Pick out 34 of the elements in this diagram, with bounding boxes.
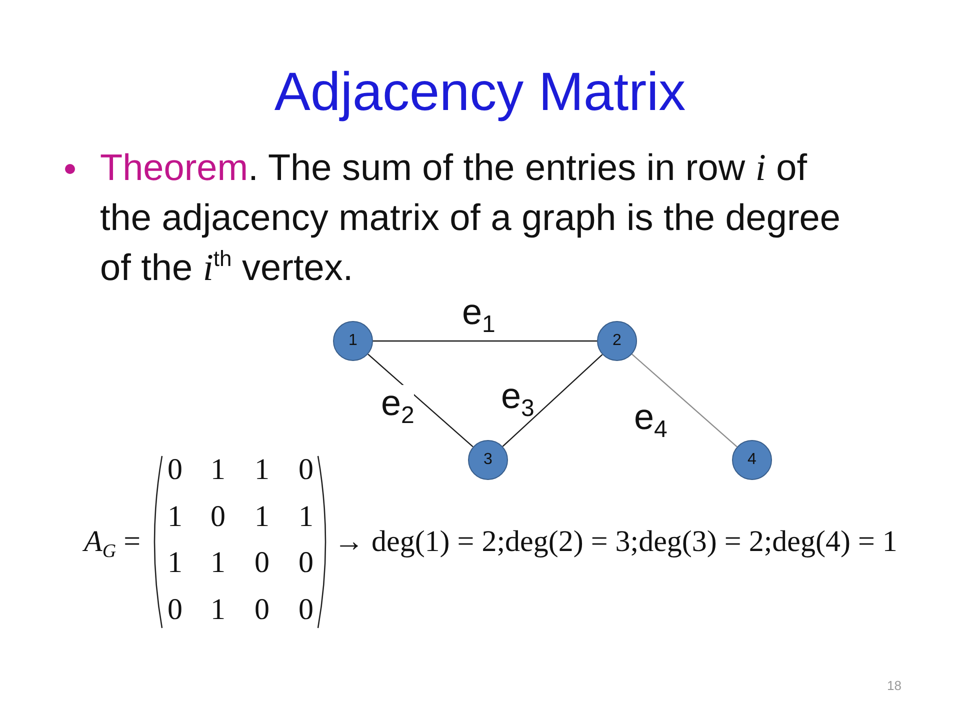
matrix-entry: 1 [254,453,270,487]
graph-edge [368,354,474,448]
vertex-circle [468,440,508,480]
graph-edge [632,354,738,448]
graph-edge [373,340,597,342]
matrix-entry: 0 [298,453,314,487]
matrix-entry: 0 [168,453,182,487]
graph-edge [502,354,603,447]
edge-label: e$_{2}$ [381,385,414,421]
matrix-entry: 0 [168,593,182,627]
matrix-entry: 0 [210,500,226,534]
vertex-label: 2 [612,332,622,350]
matrix-entry: 1 [254,500,270,534]
matrix-entry: 1 [168,546,182,580]
slide-title: Adjacency Matrix [274,61,686,123]
matrix-entry: 1 [298,500,314,534]
vertex-circle [597,321,637,361]
matrix-entry: 1 [210,593,226,627]
vertex-label: 1 [348,332,358,350]
vertex-circle [732,440,772,480]
math-label: A$_{G}$ = [84,525,140,559]
vertex-label: 4 [748,451,756,469]
vertex-label: 3 [484,451,492,469]
matrix-entry: 0 [298,593,314,627]
matrix-entry: 1 [210,453,226,487]
matrix-entry: 1 [210,546,226,580]
matrix-entry: 0 [254,546,270,580]
degree-equation: → deg(1) = 2;deg(2) = 3;deg(3) = 2;deg(4) = 1 [334,525,898,559]
matrix-entry: 0 [254,593,270,627]
page-number: 18 [887,678,902,694]
matrix-entry: 1 [168,500,182,534]
vertex-circle [333,321,373,361]
matrix-entry: 0 [298,546,314,580]
theorem-text: Theorem. The sum of the entries in row i of the adjacency matrix of a graph is the degree of the i$^{th}$ vertex. [100,146,842,291]
